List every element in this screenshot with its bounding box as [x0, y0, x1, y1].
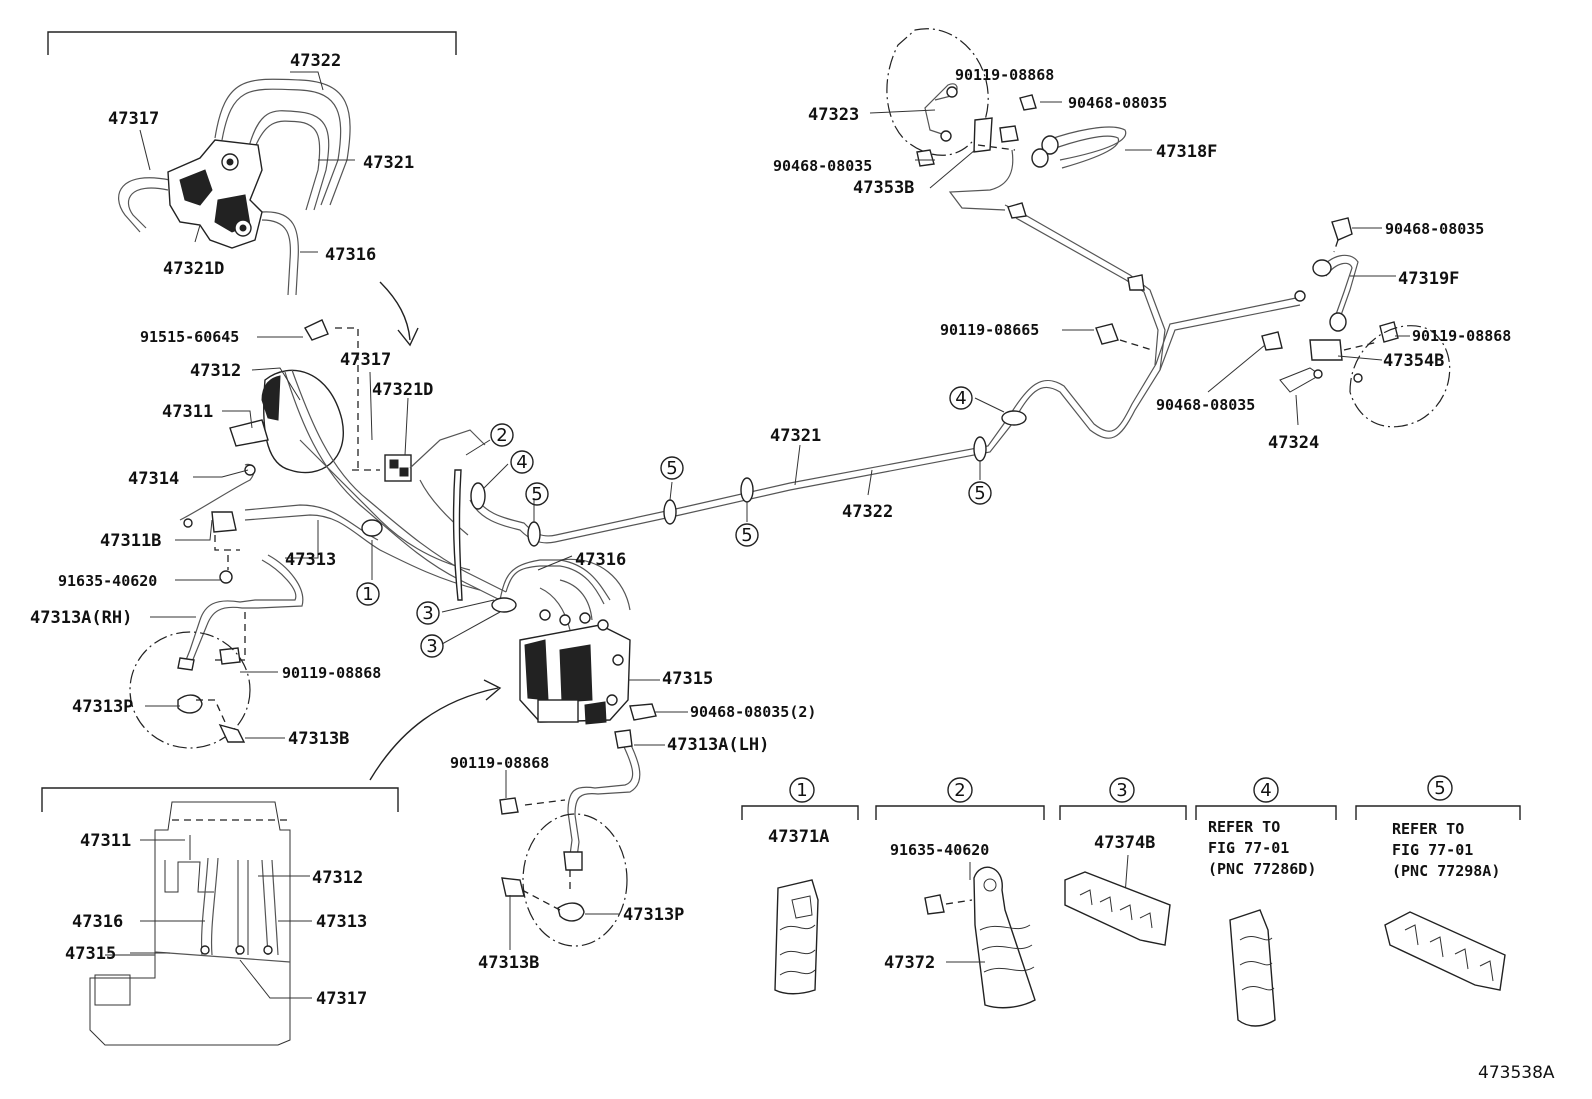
- circle-1: 1: [362, 584, 373, 605]
- bottom-left-inset: 47311 47312 47316 47313 47315 47317: [41, 787, 399, 1046]
- callout-90468-08035-rt2: 90468-08035: [773, 157, 872, 175]
- callout-47321d-top: 47321D: [163, 259, 224, 279]
- legend-4-ref2: FIG 77-01: [1208, 839, 1289, 857]
- callout-47322-top: 47322: [290, 51, 341, 71]
- callout-47321-main: 47321: [770, 426, 821, 446]
- rear-right-upper: 90119-08868 90468-08035 47323 47318F 904…: [773, 28, 1217, 291]
- legend-5-ref2: FIG 77-01: [1392, 841, 1473, 859]
- circle-2: 2: [496, 425, 507, 446]
- callout-47321d-mid: 47321D: [372, 380, 433, 400]
- callout-47321-top: 47321: [363, 153, 414, 173]
- figure-code: 473538A: [1478, 1063, 1555, 1083]
- clamp-oval-5b: [663, 499, 677, 525]
- legend-5-ref3: (PNC 77298A): [1392, 862, 1500, 880]
- callout-47314: 47314: [128, 469, 179, 489]
- clamp-oval-3: [491, 597, 517, 613]
- legend-4-ref1: REFER TO: [1208, 818, 1280, 836]
- circle-5a: 5: [531, 484, 542, 505]
- clamp-oval-4a: [470, 482, 486, 510]
- circle-5c: 5: [741, 525, 752, 546]
- legend-group-2: 2 91635-40620 47372: [875, 777, 1045, 1009]
- callout-90119-08868-left: 90119-08868: [282, 664, 381, 682]
- legend-group-1: 1 47371A: [741, 777, 859, 995]
- callout-47323: 47323: [808, 105, 859, 125]
- callout-47318f: 47318F: [1156, 142, 1217, 162]
- circle-4b: 4: [955, 388, 966, 409]
- callout-90468-08035-rt4: 90468-08035: [1156, 396, 1255, 414]
- callout-47319f: 47319F: [1398, 269, 1459, 289]
- callout-47311-inset: 47311: [80, 831, 131, 851]
- callout-47313a-lh: 47313A(LH): [667, 735, 769, 755]
- callout-47324: 47324: [1268, 433, 1319, 453]
- clamp-oval-5c: [740, 477, 754, 503]
- callout-47315-inset: 47315: [65, 944, 116, 964]
- callout-47313p-left: 47313P: [72, 697, 133, 717]
- callout-47312-inset: 47312: [312, 868, 363, 888]
- legend-group-4: 4 REFER TO FIG 77-01 (PNC 77286D): [1195, 777, 1337, 1027]
- callout-90119-08868-rt2: 90119-08868: [1412, 327, 1511, 345]
- legend-1-part: 47371A: [768, 827, 829, 847]
- callout-47322-main: 47322: [842, 502, 893, 522]
- callout-47313p-low: 47313P: [623, 905, 684, 925]
- callout-47313a-rh: 47313A(RH): [30, 608, 132, 628]
- callout-47311-mid: 47311: [162, 402, 213, 422]
- callout-47353b: 47353B: [853, 178, 914, 198]
- legend-4-num: 4: [1260, 780, 1271, 801]
- callout-47311b: 47311B: [100, 531, 161, 551]
- clamp-oval-5d: [973, 436, 987, 462]
- legend-2-bolt: 91635-40620: [890, 841, 989, 859]
- callout-47313b-left: 47313B: [288, 729, 349, 749]
- circle-4a: 4: [516, 452, 527, 473]
- callout-47316-inset: 47316: [72, 912, 123, 932]
- callout-47312-mid: 47312: [190, 361, 241, 381]
- callout-90468-08035-2: 90468-08035(2): [690, 703, 816, 721]
- circle-5d: 5: [974, 483, 985, 504]
- legend-2-num: 2: [954, 780, 965, 801]
- callout-47315-mid: 47315: [662, 669, 713, 689]
- center-actuator: 47316 47315 90468-08035(2) 47313A(LH) 90…: [369, 550, 816, 973]
- legend-5-num: 5: [1434, 778, 1445, 799]
- legend-group-3: 3 47374B: [1059, 777, 1187, 946]
- callout-47313b-low: 47313B: [478, 953, 539, 973]
- callout-47354b: 47354B: [1383, 351, 1444, 371]
- callout-90468-08035-rt1: 90468-08035: [1068, 94, 1167, 112]
- callout-47313: 47313: [285, 550, 336, 570]
- clamp-oval-1: [361, 519, 383, 537]
- callout-47317-mid: 47317: [340, 350, 391, 370]
- circle-3a: 3: [422, 603, 433, 624]
- legend-2-part: 47372: [884, 953, 935, 973]
- callout-47317-top: 47317: [108, 109, 159, 129]
- callout-90468-08035-rt3: 90468-08035: [1385, 220, 1484, 238]
- callout-90119-08868-low: 90119-08868: [450, 754, 549, 772]
- circle-3b: 3: [426, 636, 437, 657]
- legend-1-num: 1: [796, 780, 807, 801]
- clamp-oval-4b: [1001, 410, 1027, 426]
- callout-47316-top: 47316: [325, 245, 376, 265]
- clamp-oval-5a: [527, 521, 541, 547]
- circle-5b: 5: [666, 458, 677, 479]
- rear-right-lower: 90468-08035 47319F 90119-08665 90119-088…: [940, 217, 1511, 453]
- top-left-detail: 47322 47317 47321 47321D 47316: [47, 31, 457, 347]
- clamp-legend: 1 47371A 2 91635-40620 47372: [741, 775, 1521, 1027]
- legend-group-5: 5 REFER TO FIG 77-01 (PNC 77298A): [1355, 775, 1521, 991]
- callout-90119-08665: 90119-08665: [940, 321, 1039, 339]
- legend-3-num: 3: [1116, 780, 1127, 801]
- legend-5-ref1: REFER TO: [1392, 820, 1464, 838]
- callout-91635-40620-left: 91635-40620: [58, 572, 157, 590]
- callout-47313-inset: 47313: [316, 912, 367, 932]
- callout-47317-inset: 47317: [316, 989, 367, 1009]
- callout-91515-60645: 91515-60645: [140, 328, 239, 346]
- circle-number-markers: 1 2 4 5 5 5 5 4 3 3: [356, 386, 992, 658]
- legend-4-ref3: (PNC 77286D): [1208, 860, 1316, 878]
- callout-47316-mid: 47316: [575, 550, 626, 570]
- main-left-assembly: 91515-60645 47317 47312 47321D 47311 473…: [30, 319, 507, 749]
- legend-3-part: 47374B: [1094, 833, 1155, 853]
- callout-90119-08868-rt1: 90119-08868: [955, 66, 1054, 84]
